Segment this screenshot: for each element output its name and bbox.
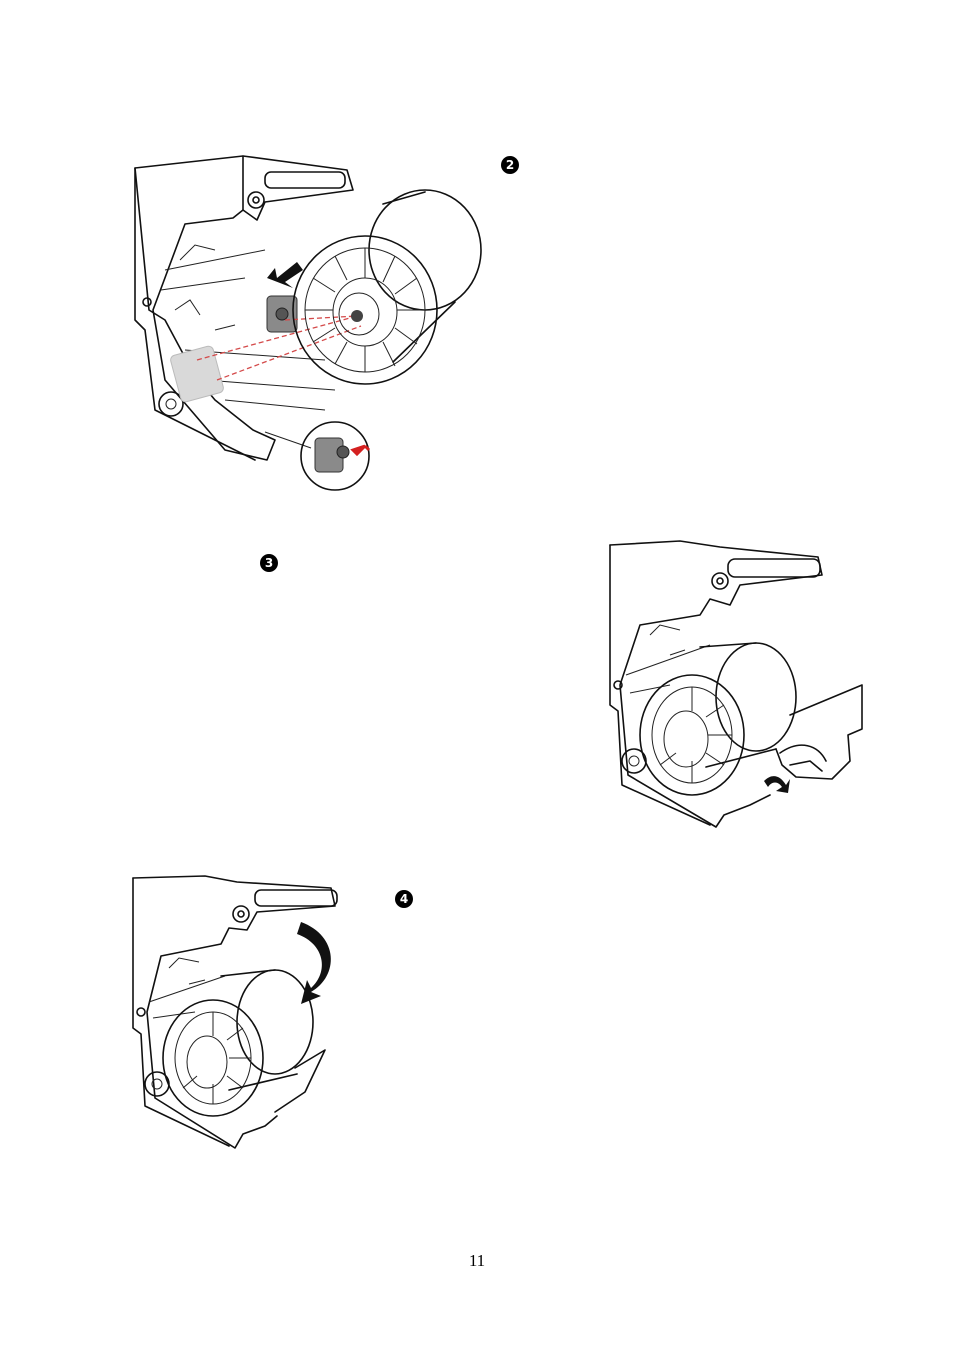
close-arrow-icon	[297, 922, 331, 1004]
illustration-close-cover	[125, 872, 345, 1154]
printer-housing	[135, 156, 353, 460]
top-roller	[255, 890, 337, 906]
gear-icon	[159, 392, 183, 416]
step-number-badge: 2	[501, 156, 519, 174]
red-arrow-icon	[353, 446, 369, 454]
pull-arrow-icon	[764, 776, 790, 793]
hand	[780, 745, 826, 771]
top-roller	[728, 559, 820, 577]
illustration-insert-spool	[125, 150, 495, 500]
top-roller	[265, 172, 345, 188]
spool-back-flange	[369, 190, 481, 310]
step-number-badge: 3	[260, 554, 278, 572]
ribbon-sheet	[776, 685, 862, 779]
page-number: 11	[0, 1251, 954, 1271]
illustration-pull-ribbon	[600, 535, 870, 835]
printer-housing	[610, 541, 822, 827]
step-number-badge: 4	[395, 890, 413, 908]
ribbon-tail	[275, 1050, 325, 1112]
